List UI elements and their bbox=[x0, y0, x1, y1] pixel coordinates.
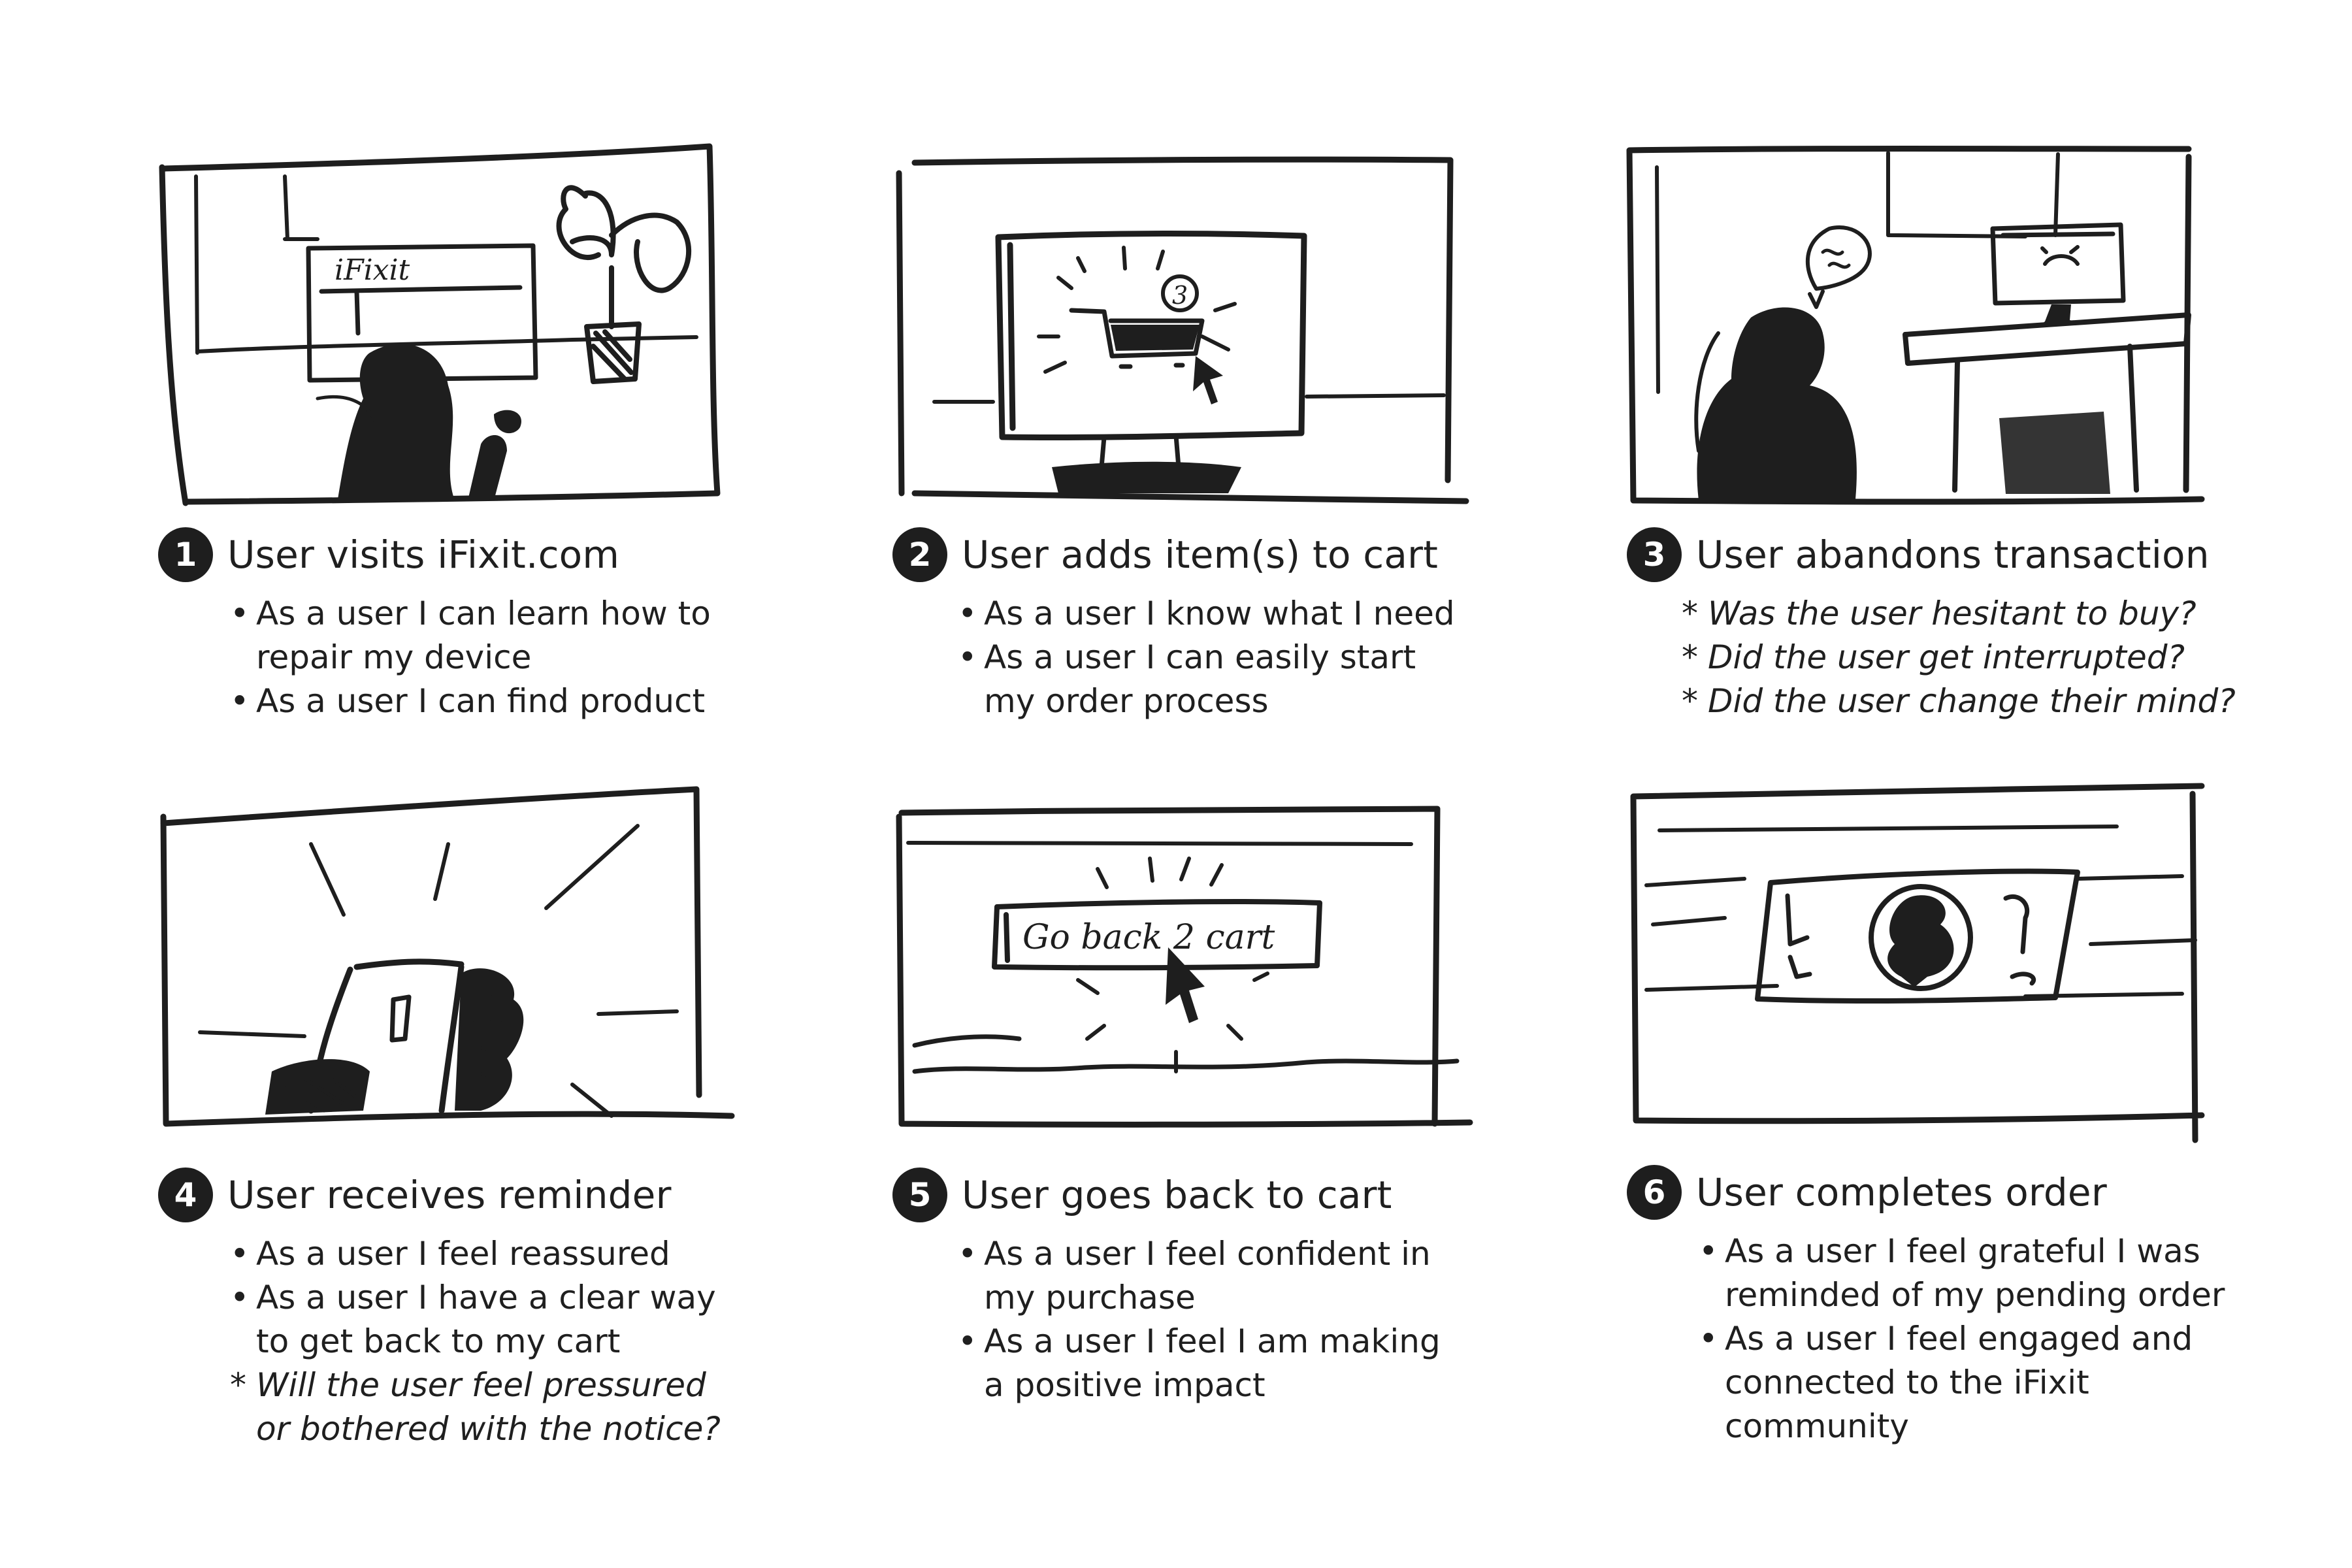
panel-title: User abandons transaction bbox=[1696, 532, 2210, 577]
panel-4-sketch bbox=[154, 784, 742, 1137]
dollar-bill-sketch bbox=[1630, 783, 2205, 1143]
panel-2-heading: 2 User adds item(s) to cart bbox=[892, 527, 1455, 582]
step-number-badge: 1 bbox=[158, 527, 213, 582]
panel-6-caption: 6 User completes order As a user I feel … bbox=[1627, 1165, 2225, 1448]
note-item: As a user I feel confident in my purchas… bbox=[958, 1232, 1441, 1320]
step-number-badge: 3 bbox=[1627, 527, 1682, 582]
panel-5-heading: 5 User goes back to cart bbox=[892, 1168, 1441, 1222]
go-back-button-sketch: Go back 2 cart bbox=[896, 806, 1473, 1128]
panel-2-sketch: 3 bbox=[889, 140, 1470, 510]
panel-1-sketch: iFixit bbox=[154, 137, 729, 510]
panel-6-sketch bbox=[1620, 781, 2208, 1147]
panel-title: User receives reminder bbox=[227, 1173, 672, 1217]
note-item: As a user I have a clear way to get back… bbox=[230, 1276, 721, 1364]
step-number-badge: 4 bbox=[158, 1168, 213, 1222]
note-item: As a user I feel reassured bbox=[230, 1232, 721, 1276]
panel-6-heading: 6 User completes order bbox=[1627, 1165, 2225, 1220]
step-number-badge: 2 bbox=[892, 527, 947, 582]
panel-3-caption: 3 User abandons transaction Was the user… bbox=[1627, 527, 2236, 723]
panel-notes: As a user I can learn how to repair my d… bbox=[230, 592, 711, 723]
ifixit-screen-label: iFixit bbox=[335, 253, 410, 287]
panel-title: User adds item(s) to cart bbox=[962, 532, 1439, 577]
note-item: As a user I know what I need bbox=[958, 592, 1455, 636]
phone-notification-sketch bbox=[160, 786, 735, 1127]
panel-notes: As a user I feel reassured As a user I h… bbox=[230, 1232, 721, 1451]
panel-4-caption: 4 User receives reminder As a user I fee… bbox=[158, 1168, 721, 1451]
note-item: As a user I feel engaged and connected t… bbox=[1699, 1317, 2225, 1448]
panel-5-sketch: Go back 2 cart bbox=[889, 791, 1477, 1137]
panel-title: User visits iFixit.com bbox=[227, 532, 620, 577]
panel-3-heading: 3 User abandons transaction bbox=[1627, 527, 2236, 582]
panel-5-caption: 5 User goes back to cart As a user I fee… bbox=[892, 1168, 1441, 1407]
panel-4-heading: 4 User receives reminder bbox=[158, 1168, 721, 1222]
note-item: As a user I feel grateful I was reminded… bbox=[1699, 1230, 2225, 1317]
office-desk-sketch: iFixit bbox=[159, 143, 721, 506]
note-item: Did the user get interrupted? bbox=[1682, 636, 2236, 679]
cart-count-badge: 3 bbox=[1172, 281, 1188, 310]
go-back-button-sketch-label: Go back 2 cart bbox=[1022, 918, 1275, 957]
note-item: As a user I feel I am making a positive … bbox=[958, 1320, 1441, 1407]
step-number-badge: 5 bbox=[892, 1168, 947, 1222]
panel-notes: As a user I know what I need As a user I… bbox=[958, 592, 1455, 723]
panel-1-heading: 1 User visits iFixit.com bbox=[158, 527, 711, 582]
note-item: Will the user feel pressured or bothered… bbox=[230, 1364, 721, 1451]
monitor-cart-sketch: 3 bbox=[896, 156, 1469, 504]
note-item: Did the user change their mind? bbox=[1682, 679, 2236, 723]
step-number-badge: 6 bbox=[1627, 1165, 1682, 1220]
note-item: Was the user hesitant to buy? bbox=[1682, 592, 2236, 636]
panel-title: User completes order bbox=[1696, 1170, 2107, 1215]
abandoned-desk-sketch bbox=[1626, 146, 2205, 505]
panel-notes: As a user I feel grateful I was reminded… bbox=[1699, 1230, 2225, 1448]
note-item: As a user I can easily start my order pr… bbox=[958, 636, 1455, 723]
panel-2-caption: 2 User adds item(s) to cart As a user I … bbox=[892, 527, 1455, 723]
note-item: As a user I can find product bbox=[230, 679, 711, 723]
panel-1-caption: 1 User visits iFixit.com As a user I can… bbox=[158, 527, 711, 723]
panel-title: User goes back to cart bbox=[962, 1173, 1392, 1217]
note-item: As a user I can learn how to repair my d… bbox=[230, 592, 711, 679]
panel-notes: Was the user hesitant to buy? Did the us… bbox=[1682, 592, 2236, 723]
panel-3-sketch bbox=[1620, 137, 2208, 510]
panel-notes: As a user I feel confident in my purchas… bbox=[958, 1232, 1441, 1407]
